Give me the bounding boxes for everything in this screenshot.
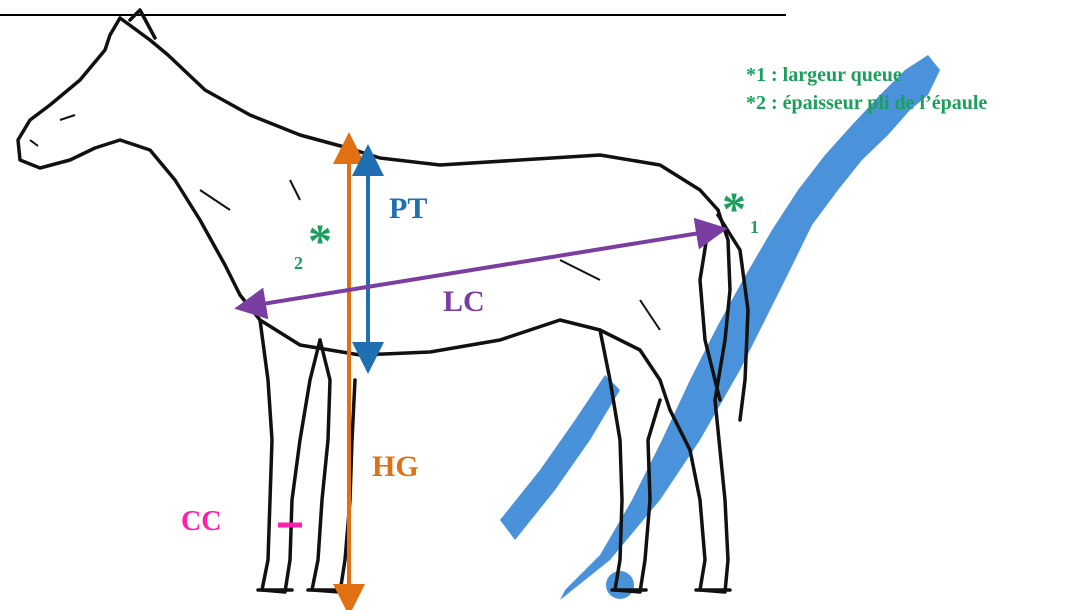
label-pt: PT — [389, 194, 427, 224]
legend-tail-width: *1 : largeur queue — [746, 64, 902, 87]
legend-shoulder-fold: *2 : épaisseur pli de l’épaule — [746, 92, 987, 115]
shoulder-fold-marker: * — [308, 218, 332, 266]
label-lc: LC — [443, 287, 485, 317]
tail-width-marker: * — [722, 186, 746, 234]
label-hg: HG — [372, 452, 419, 482]
shoulder-fold-index: 2 — [294, 254, 303, 272]
label-cc: CC — [181, 508, 221, 536]
tail-width-index: 1 — [750, 218, 759, 236]
